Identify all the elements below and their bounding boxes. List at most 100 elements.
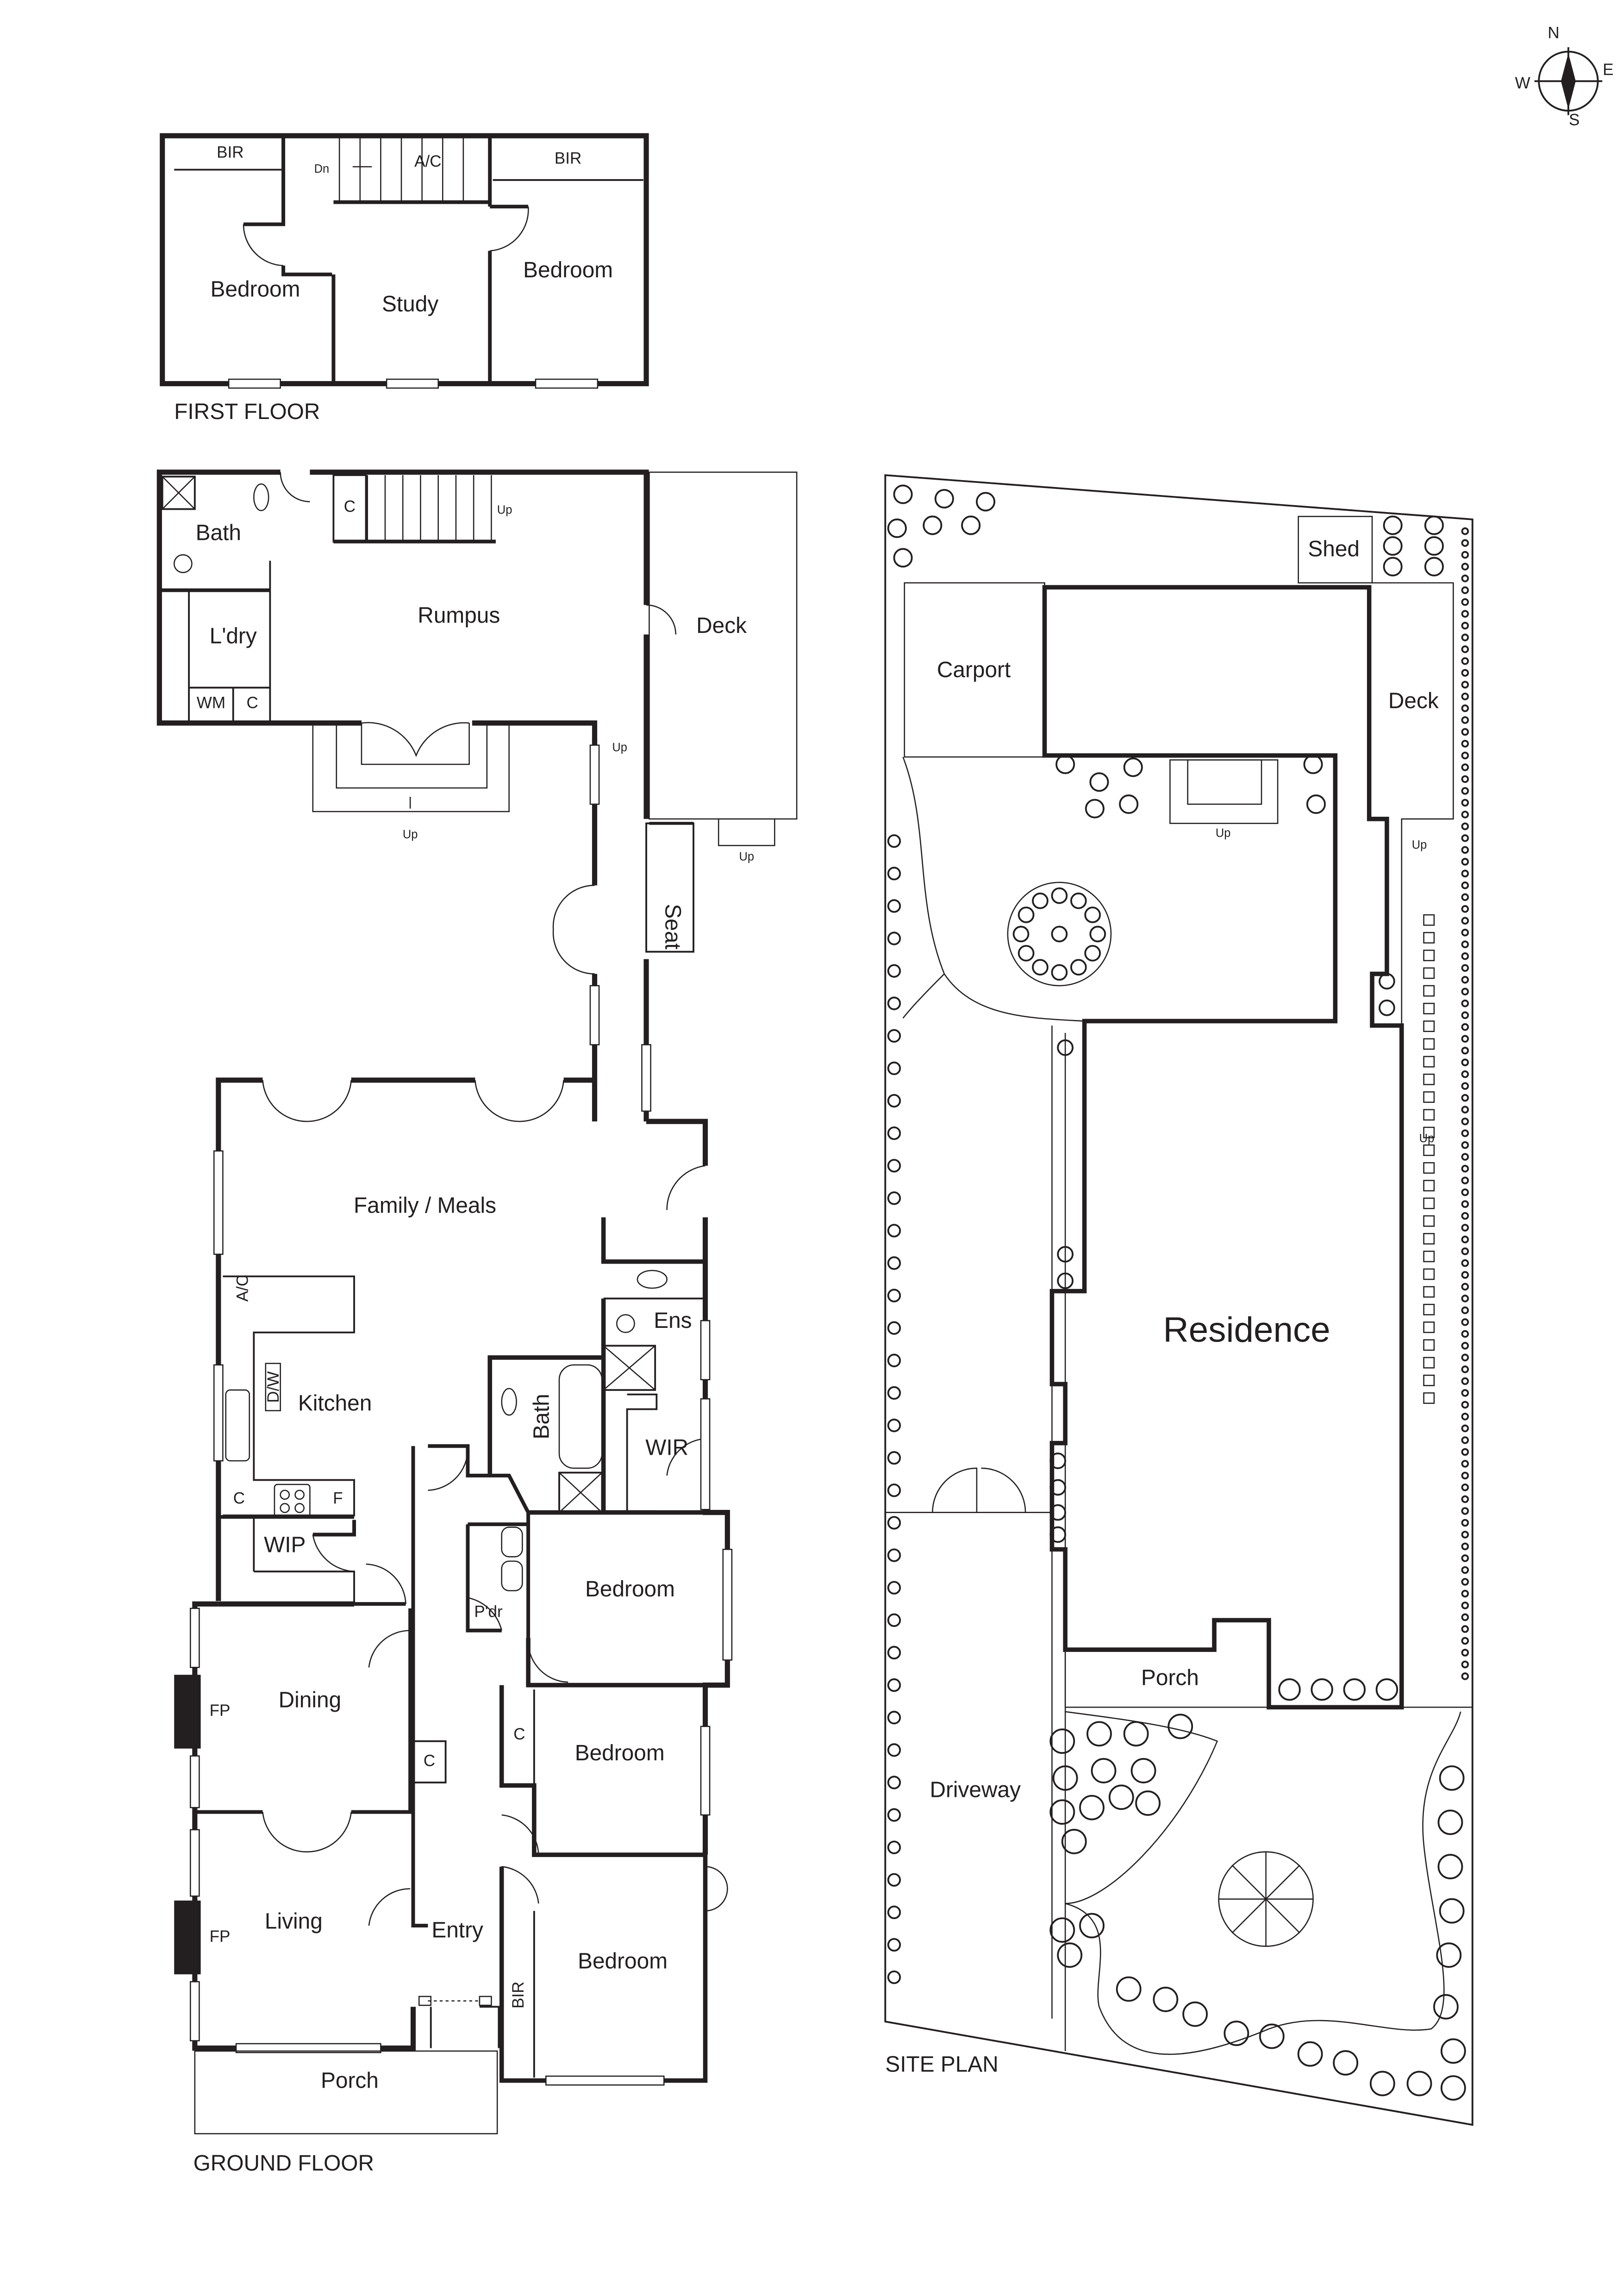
paver: [1423, 1109, 1435, 1121]
paver: [1423, 1268, 1435, 1280]
paver: [1423, 1020, 1435, 1032]
tree-icon: [887, 1548, 901, 1562]
tree-icon: [1461, 1117, 1469, 1126]
tree-icon: [1084, 907, 1101, 923]
site-deck-label: Deck: [1388, 689, 1439, 713]
tree-icon: [1119, 794, 1139, 814]
laundry-cupboard-label: C: [246, 694, 258, 712]
tree-icon: [887, 1029, 901, 1043]
seat-label: Seat: [661, 904, 685, 949]
tree-icon: [1461, 1602, 1469, 1609]
tree-icon: [887, 1353, 901, 1368]
tree-icon: [1461, 1306, 1469, 1314]
tree-icon: [1436, 1942, 1462, 1968]
tree-icon: [1049, 1479, 1067, 1496]
laundry-label: L'dry: [210, 624, 257, 648]
tree-icon: [1461, 1377, 1469, 1385]
tree-icon: [1461, 763, 1469, 771]
tree-icon: [1116, 1976, 1142, 2002]
tree-icon: [1461, 1507, 1469, 1515]
tree-icon: [1278, 1678, 1301, 1701]
site-up-3-label: Up: [1419, 1132, 1435, 1145]
shed-label: Shed: [1308, 537, 1360, 561]
tree-icon: [1012, 926, 1030, 943]
tree-icon: [1461, 1660, 1469, 1669]
tree-icon: [1461, 952, 1469, 960]
tree-icon: [887, 964, 901, 978]
tree-icon: [1461, 1531, 1469, 1539]
tree-icon: [887, 1483, 901, 1497]
paver: [1423, 1091, 1435, 1103]
tree-icon: [1123, 757, 1143, 777]
tree-icon: [887, 899, 901, 913]
tree-icon: [1461, 822, 1469, 831]
tree-icon: [1461, 681, 1469, 689]
tree-icon: [887, 932, 901, 945]
living-label: Living: [265, 1909, 323, 1933]
tree-icon: [1440, 2075, 1466, 2101]
tree-icon: [1052, 1765, 1078, 1791]
tree-icon: [1461, 563, 1469, 571]
dn-label: Dn: [314, 163, 330, 175]
tree-icon: [1461, 1330, 1469, 1338]
tree-icon: [1461, 810, 1469, 819]
bedroom-left-label: Bedroom: [211, 277, 300, 301]
tree-icon: [1461, 1011, 1469, 1019]
tree-icon: [1182, 2001, 1208, 2027]
tree-icon: [1461, 1318, 1469, 1326]
tree-icon: [1383, 557, 1403, 576]
tree-icon: [1461, 775, 1469, 783]
paver: [1423, 1304, 1435, 1315]
tree-icon: [1461, 551, 1469, 559]
tree-icon: [1051, 926, 1068, 943]
bath-label: Bath: [530, 1394, 554, 1439]
bir-left-label: BIR: [217, 144, 243, 162]
ground-floor-plan: Bath L'dry WM C C Up Rumpus Deck Up Up U…: [156, 469, 798, 2176]
tree-icon: [887, 1418, 901, 1433]
tree-icon: [887, 1970, 901, 1984]
living-fireplace-label: FP: [210, 1927, 231, 1946]
tree-icon: [1461, 1448, 1469, 1456]
tree-icon: [1383, 515, 1403, 535]
tree-icon: [1108, 1784, 1134, 1810]
tree-icon: [1461, 1389, 1469, 1397]
tree-icon: [1461, 1413, 1469, 1420]
tree-icon: [887, 1743, 901, 1757]
tree-icon: [1297, 2041, 1323, 2067]
rumpus-cupboard-label: C: [344, 498, 356, 516]
tree-icon: [887, 1191, 901, 1205]
tree-icon: [887, 1938, 901, 1952]
rear-bath-label: Bath: [196, 520, 241, 545]
tree-icon: [1055, 754, 1075, 774]
tree-icon: [887, 1808, 901, 1822]
tree-icon: [1379, 973, 1395, 990]
tree-icon: [1461, 1483, 1469, 1491]
bedroom-right-label: Bedroom: [523, 258, 613, 282]
tree-icon: [887, 1613, 901, 1627]
round-tree-bed: [1007, 882, 1112, 987]
tree-icon: [1051, 964, 1068, 981]
tree-icon: [1461, 1460, 1469, 1468]
tree-icon: [1461, 1283, 1469, 1291]
tree-icon: [1167, 1714, 1193, 1739]
tree-icon: [893, 548, 913, 568]
tree-icon: [1049, 1728, 1075, 1754]
tree-icon: [887, 1451, 901, 1465]
tree-icon: [1461, 1436, 1469, 1444]
site-plan: Shed Carport Deck Up Up Up Residence Por…: [884, 474, 1473, 2126]
paver: [1423, 1197, 1435, 1209]
tree-icon: [1085, 799, 1105, 819]
tree-icon: [1049, 1504, 1067, 1521]
wip-label: WIP: [264, 1533, 306, 1558]
wir-label: WIR: [645, 1435, 688, 1460]
tree-icon: [1461, 1188, 1469, 1196]
tree-icon: [1461, 1625, 1469, 1633]
tree-icon: [1461, 1082, 1469, 1090]
tree-icon: [887, 1678, 901, 1692]
tree-icon: [1061, 1828, 1087, 1854]
tree-icon: [1017, 945, 1035, 962]
fridge-label: F: [333, 1489, 343, 1507]
paver: [1423, 1233, 1435, 1245]
paver: [1423, 1144, 1435, 1156]
tree-icon: [887, 1386, 901, 1400]
